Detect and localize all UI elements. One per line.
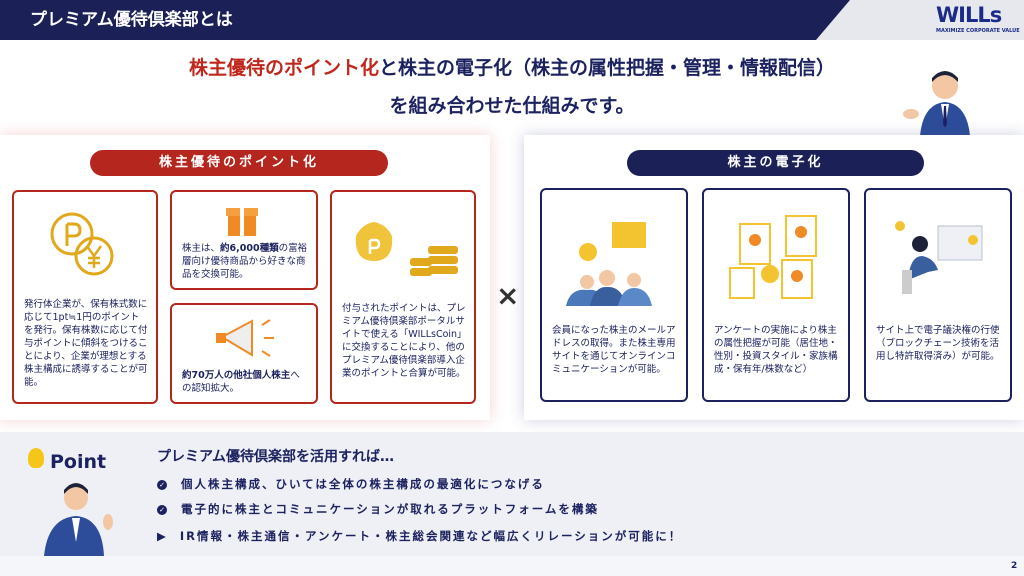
members-mail-icon	[566, 222, 652, 306]
header-title-band	[0, 0, 850, 40]
headline-line1: 株主優待のポイント化と株主の電子化（株主の属性把握・管理・情報配信）	[188, 57, 836, 79]
email-card: 会員になった株主のメールアドレスの取得。また株主専用サイトを通じてオンラインコミ…	[540, 188, 688, 402]
card-text: アンケートの実施により株主の属性把握が可能（居住地・性別・投資スタイル・家族構成…	[714, 325, 838, 375]
logo-wordmark: WILLs	[936, 3, 1002, 27]
card-text: 付与されたポイントは、プレミアム優待倶楽部ポータルサイトで使える「WILLsCo…	[342, 303, 466, 379]
point-label: Point	[50, 451, 107, 473]
card-text: 発行体企業が、保有株式数に応じて1pt≒1円のポイントを発行。保有株数に応じて付…	[24, 299, 148, 388]
gift-box-icon	[226, 208, 258, 236]
point-bullet: ✓電子的に株主とコミュニケーションが取れるプラットフォームを構築	[157, 501, 599, 517]
point-section	[0, 432, 1024, 556]
point-heading: プレミアム優待倶楽部を活用すれば…	[157, 449, 395, 465]
card-text: 会員になった株主のメールアドレスの取得。また株主専用サイトを通じてオンラインコミ…	[552, 325, 676, 375]
survey-documents-icon	[729, 215, 817, 299]
lightbulb-icon	[28, 448, 44, 468]
points-panel-title: 株主優待のポイント化	[90, 150, 388, 176]
presenter-illustration	[44, 483, 113, 556]
point-issuance-card: 発行体企業が、保有株式数に応じて1pt≒1円のポイントを発行。保有株数に応じて付…	[12, 190, 158, 404]
check-icon: ✓	[157, 480, 167, 490]
card-text-bold: 約70万人の他社個人株主	[182, 370, 291, 381]
card-text: サイト上で電子議決権の行使（ブロックチェーン技術を活用し特許取得済み）が可能。	[876, 325, 1000, 362]
page-title: プレミアム優待倶楽部とは	[30, 10, 233, 30]
check-icon: ✓	[157, 505, 167, 515]
logo-tagline: MAXIMIZE CORPORATE VALUE	[936, 28, 1020, 34]
willscoin-card: 付与されたポイントは、プレミアム優待倶楽部ポータルサイトで使える「WILLsCo…	[330, 190, 476, 404]
headline-line2: を組み合わせた仕組みです。	[389, 95, 635, 117]
megaphone-icon	[216, 319, 274, 357]
card-text: の富裕層向け優待商品から好きな商品を交換可能。	[182, 243, 308, 280]
point-arrow-item: ▶IR情報・株主通信・アンケート・株主総会関連など幅広くリレーションが可能に！	[157, 529, 683, 543]
card-text-bold: 約6,000種類	[220, 243, 279, 254]
page-number: 2	[1011, 561, 1018, 571]
e-voting-card: サイト上で電子議決権の行使（ブロックチェーン技術を活用し特許取得済み）が可能。	[864, 188, 1012, 402]
businessman-illustration	[903, 71, 970, 136]
footer-strip	[0, 556, 1024, 576]
card-text: への認知拡大。	[182, 370, 300, 394]
awareness-card: 約70万人の他社個人株主への認知拡大。	[170, 303, 318, 404]
times-symbol: ×	[496, 279, 520, 312]
digitization-panel-title: 株主の電子化	[627, 150, 924, 176]
money-bag-coins-icon	[355, 222, 458, 276]
point-bullet: ✓個人株主構成、ひいては全体の株主構成の最適化につなげる	[157, 476, 545, 492]
person-at-computer-icon	[895, 221, 983, 294]
gift-card: 株主は、約6,000種類の富裕層向け優待商品から好きな商品を交換可能。	[170, 190, 318, 290]
survey-card: アンケートの実施により株主の属性把握が可能（居住地・性別・投資スタイル・家族構成…	[702, 188, 850, 402]
triangle-right-icon: ▶	[157, 529, 168, 543]
coin-exchange-icon	[50, 212, 114, 276]
card-text: 株主は、	[182, 243, 221, 254]
